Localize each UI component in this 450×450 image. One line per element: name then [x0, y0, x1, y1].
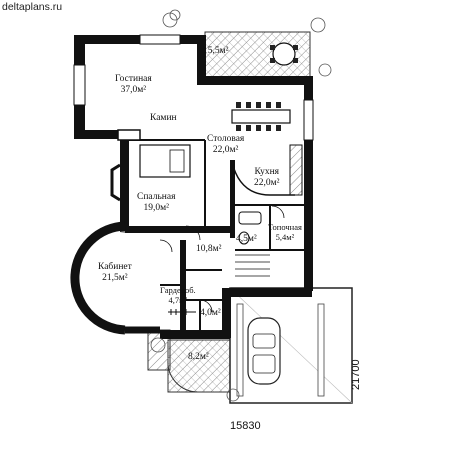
carport-pad-right: [317, 303, 325, 397]
wardrobe-name: Гардероб.: [160, 285, 196, 295]
dining-chairs: [236, 102, 281, 131]
plant-decorations: [150, 9, 332, 402]
study-curved-wall: [70, 221, 126, 335]
door-swings: [159, 205, 285, 313]
boiler-room-label: Топочная 5,4м²: [268, 222, 302, 242]
terrace-door: [139, 34, 181, 45]
carport-pad-left: [236, 303, 244, 397]
kitchen-counter: [231, 161, 295, 196]
living-room-name: Гостиная: [115, 74, 152, 84]
interior-walls: [129, 139, 304, 330]
dining-room-area: 22,0м²: [212, 145, 239, 155]
dining-table: [231, 109, 291, 124]
bathroom-area: 4,5м²: [236, 234, 257, 244]
bedroom-bay: [110, 163, 121, 202]
stairs: [235, 254, 270, 277]
kitchen-name: Кухня: [254, 167, 280, 177]
bedroom-name: Спальная: [137, 192, 176, 202]
bathtub: [238, 211, 262, 225]
wardrobe-area: 4,7м²: [168, 295, 188, 305]
hall-area: 10,8м²: [196, 244, 222, 254]
terrace-top-area: 15,5м²: [203, 46, 229, 56]
porch-paving-cross: [168, 340, 230, 392]
wardrobe-label: Гардероб. 4,7м²: [160, 285, 196, 305]
kitchen-label: Кухня 22,0м²: [254, 167, 280, 189]
bedroom-area: 19,0м²: [143, 203, 169, 213]
wardrobe-rail: [168, 309, 196, 315]
porch-curve: [167, 359, 199, 393]
vestibule-area: 4,0м²: [200, 308, 221, 318]
dining-room-name: Столовая: [207, 134, 245, 144]
living-room-label: Гостиная 37,0м²: [115, 74, 152, 96]
porch-area: 8,2м²: [188, 352, 209, 362]
terrace-table: [272, 42, 296, 66]
study-area: 21,5м²: [102, 273, 128, 283]
dining-window: [303, 99, 314, 141]
study-name: Кабинет: [98, 262, 132, 272]
boiler-room-name: Топочная: [268, 222, 302, 232]
kitchen-area: 22,0м²: [254, 178, 280, 188]
living-window: [73, 64, 86, 106]
fireplace: [117, 129, 141, 141]
width-dimension: 15830: [230, 420, 261, 432]
living-room-area: 37,0м²: [120, 85, 147, 95]
fireplace-label: Камин: [150, 113, 177, 123]
site-watermark: deltaplans.ru: [2, 1, 63, 13]
boiler-room-area: 5,4м²: [275, 232, 295, 242]
bedroom-label: Спальная 19,0м²: [137, 192, 175, 214]
dining-room-label: Столовая 22,0м²: [207, 134, 244, 156]
height-dimension: 21700: [350, 359, 362, 390]
study-label: Кабинет 21,5м²: [98, 262, 132, 284]
car-icon: [247, 317, 281, 385]
